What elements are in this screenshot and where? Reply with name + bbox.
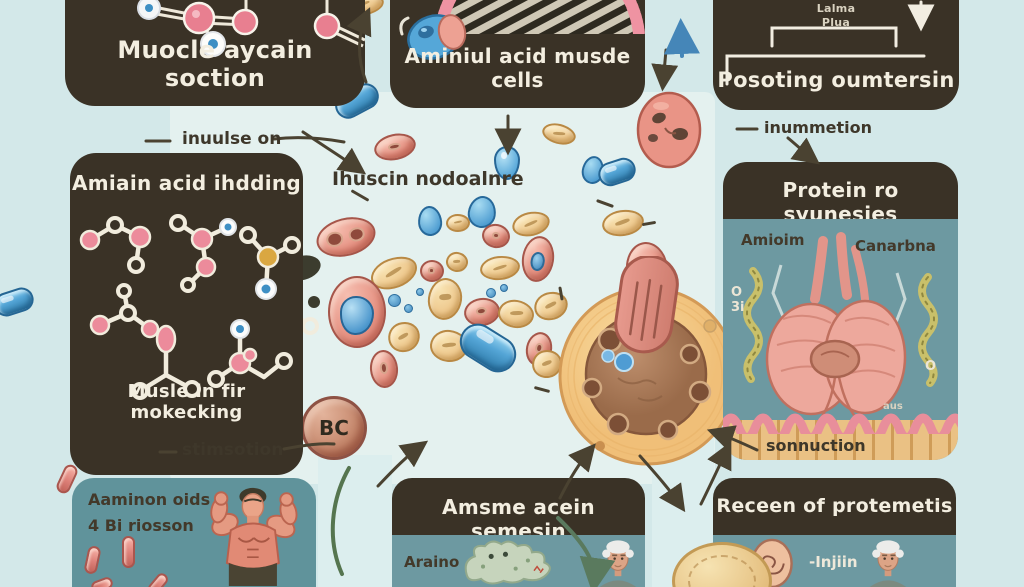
panel-protein-synthesis-header: Protein ro syunesies — [723, 162, 958, 226]
arrow-blue-up — [663, 18, 700, 58]
amino-acids-line1: Aaminon oids — [88, 490, 211, 509]
old-man-illustration — [869, 540, 907, 587]
muscle-anatomy-illustration — [743, 232, 938, 419]
panel-protein-receptors-header: Receen of protemetis — [713, 478, 956, 535]
flow-label-insulse-on: inuulse on — [182, 129, 282, 149]
dot-blob — [500, 284, 508, 292]
flow-label-center-note: Ihuscin nodoalnre — [332, 168, 524, 190]
blue-cell-illustration — [399, 14, 467, 60]
intestinal-villi-illustration — [723, 413, 958, 460]
panel-posoting-label: Posoting oumtersin — [717, 68, 955, 92]
protein-blob-creature-illustration — [464, 540, 551, 585]
panel-posoting: Lalma Plua Posoting oumtersin — [713, 0, 959, 110]
panel-protein-receptors-title: Receen of protemetis — [716, 495, 953, 517]
panel-muscle-section-label: Muocle aycain soction — [117, 36, 313, 92]
bc-sphere-label: BC — [319, 416, 349, 440]
background-column-left — [318, 455, 392, 587]
arrow-inumration-down — [786, 136, 820, 165]
flow-label-stimulation: stimsotion — [182, 440, 284, 460]
amino-pill — [122, 536, 135, 568]
protein-right-label: Canarbna — [855, 237, 936, 255]
pink-cell-with-spots-illustration — [636, 91, 702, 169]
large-cell-illustration — [558, 256, 748, 466]
old-man-illustration — [599, 540, 637, 587]
protein-left-small-label: O 3i — [731, 285, 745, 315]
bluecap-blob — [0, 284, 37, 320]
panel-amino-acid-muscle-cells-label: Aminiul acid musde cells — [404, 44, 631, 92]
amino-acid-molecules-illustration — [79, 214, 301, 400]
flow-label-inumration: inummetion — [764, 118, 872, 137]
protein-right-small-label: O — [925, 359, 937, 374]
arrow-down-to-pink-cell — [651, 48, 679, 92]
panel-amino-acid-building-title: Amiain acid ihdding — [71, 171, 302, 195]
flow-label-sonnuction: sonnuction — [766, 436, 866, 455]
pink-blob — [420, 260, 444, 282]
protein-left-label: Amioim — [741, 231, 805, 249]
panel-amino-acid-building-caption: Musle in fir mokecking — [127, 381, 246, 423]
amino-acids-line2: 4 Bi riosson — [88, 516, 194, 535]
amino-sensing-label: Araino — [404, 553, 460, 571]
molecule-illustration — [137, 0, 365, 57]
bodybuilder-illustration — [210, 487, 298, 587]
cell-membrane-illustration — [434, 0, 645, 34]
dot-blob — [404, 304, 413, 313]
panel-posoting-note1: Lalma — [816, 2, 856, 15]
dot-blob — [388, 294, 401, 307]
pinkdrop-blob — [328, 276, 386, 348]
dot-blob — [486, 288, 496, 298]
panel-muscle-section: Muocle aycain soction — [65, 0, 365, 106]
panel-amino-acid-muscle-cells: Aminiul acid musde cells — [390, 0, 645, 108]
protein-bottom-small-label: aus — [883, 401, 903, 412]
panel-amino-sensing-header: Amsme acein semesin — [392, 478, 645, 543]
panel-protein-synthesis-body: Amioim Canarbna O 3i O aus — [723, 219, 958, 460]
panel-amino-acid-building: Amiain acid ihdding — [70, 153, 303, 475]
protein-receptors-label: -Injiin — [809, 553, 858, 571]
dot-blob — [416, 288, 424, 296]
bc-sphere: BC — [301, 396, 367, 460]
tan-blob — [446, 214, 470, 232]
panel-posoting-note2: Plua — [821, 16, 851, 29]
